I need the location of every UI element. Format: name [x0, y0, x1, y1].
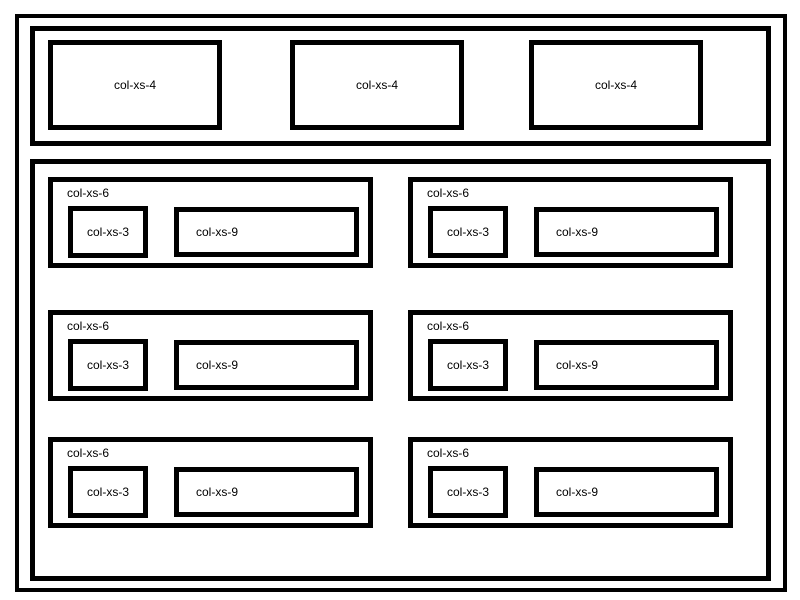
col-xs-3-box: col-xs-3: [68, 339, 148, 391]
col-xs-6-box: col-xs-6 col-xs-3 col-xs-9: [408, 437, 733, 528]
col-xs-9-box: col-xs-9: [174, 467, 359, 517]
col-xs-3-box: col-xs-3: [68, 206, 148, 258]
col-xs-6-label: col-xs-6: [427, 319, 470, 333]
col-xs-6-label: col-xs-6: [67, 446, 110, 460]
col-xs-4-label: col-xs-4: [355, 78, 398, 92]
col-xs-6-label: col-xs-6: [67, 319, 110, 333]
col-xs-3-label: col-xs-3: [86, 485, 129, 499]
col-xs-3-box: col-xs-3: [68, 466, 148, 518]
top-row-container: col-xs-4 col-xs-4 col-xs-4: [30, 26, 771, 146]
col-xs-3-box: col-xs-3: [428, 466, 508, 518]
col-xs-6-box: col-xs-6 col-xs-3 col-xs-9: [408, 177, 733, 268]
bottom-row-container: col-xs-6 col-xs-3 col-xs-9 col-xs-6 col-…: [30, 159, 771, 581]
col-xs-9-label: col-xs-9: [556, 485, 599, 499]
col-xs-6-label: col-xs-6: [427, 446, 470, 460]
col-xs-9-box: col-xs-9: [534, 467, 719, 517]
col-xs-6-box: col-xs-6 col-xs-3 col-xs-9: [408, 310, 733, 401]
col-xs-4-label: col-xs-4: [113, 78, 156, 92]
col-xs-6-label: col-xs-6: [427, 186, 470, 200]
col-xs-6-box: col-xs-6 col-xs-3 col-xs-9: [48, 177, 373, 268]
col-xs-9-label: col-xs-9: [556, 358, 599, 372]
col-xs-3-box: col-xs-3: [428, 206, 508, 258]
col-xs-9-label: col-xs-9: [196, 225, 239, 239]
col-xs-4-box: col-xs-4: [529, 40, 703, 130]
col-xs-3-label: col-xs-3: [446, 225, 489, 239]
col-xs-4-label: col-xs-4: [594, 78, 637, 92]
col-xs-3-box: col-xs-3: [428, 339, 508, 391]
col-xs-9-box: col-xs-9: [174, 207, 359, 257]
col-xs-3-label: col-xs-3: [446, 358, 489, 372]
col-xs-6-label: col-xs-6: [67, 186, 110, 200]
outer-frame: col-xs-4 col-xs-4 col-xs-4 col-xs-6 col-…: [15, 14, 787, 592]
col-xs-9-label: col-xs-9: [196, 485, 239, 499]
col-xs-6-box: col-xs-6 col-xs-3 col-xs-9: [48, 310, 373, 401]
col-xs-9-label: col-xs-9: [556, 225, 599, 239]
col-xs-9-box: col-xs-9: [534, 207, 719, 257]
col-xs-6-box: col-xs-6 col-xs-3 col-xs-9: [48, 437, 373, 528]
col-xs-3-label: col-xs-3: [86, 225, 129, 239]
col-xs-4-box: col-xs-4: [48, 40, 222, 130]
col-xs-3-label: col-xs-3: [86, 358, 129, 372]
col-xs-3-label: col-xs-3: [446, 485, 489, 499]
col-xs-9-box: col-xs-9: [534, 340, 719, 390]
col-xs-9-label: col-xs-9: [196, 358, 239, 372]
col-xs-9-box: col-xs-9: [174, 340, 359, 390]
col-xs-4-box: col-xs-4: [290, 40, 464, 130]
